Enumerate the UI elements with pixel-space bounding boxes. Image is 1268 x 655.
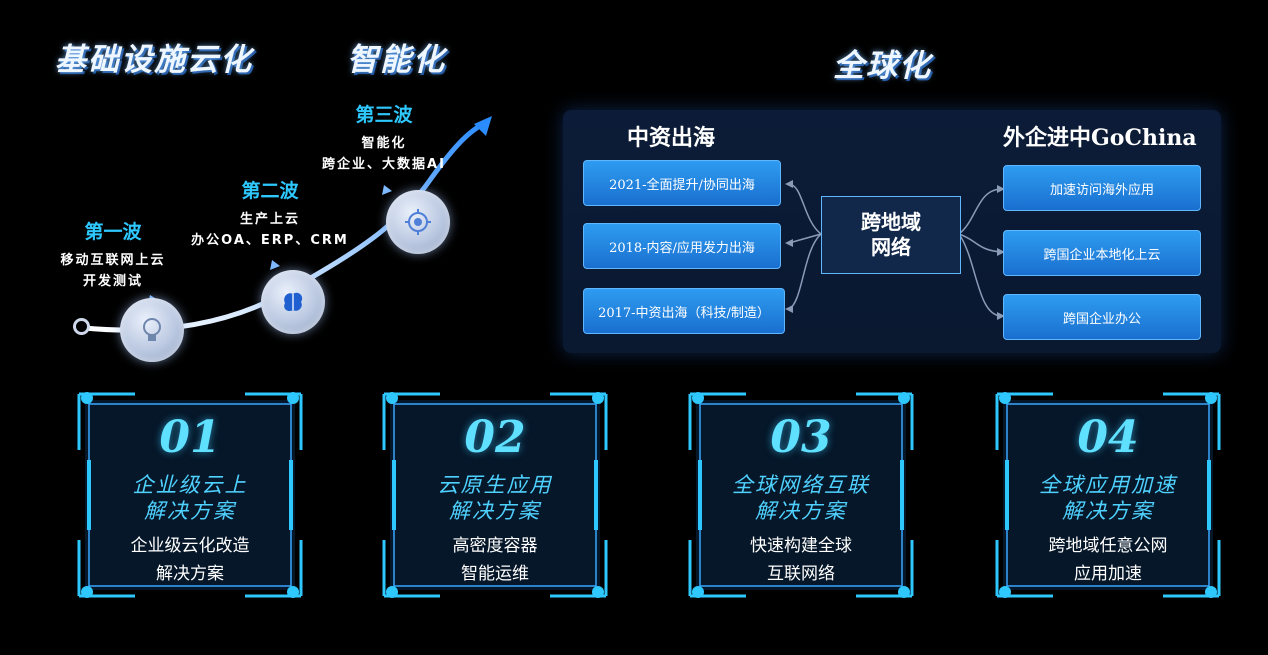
wave-1: 第一波 移动互联网上云 开发测试 — [28, 217, 198, 292]
card-description: 跨地域任意公网 应用加速 — [993, 532, 1223, 588]
gochina-item-office: 跨国企业办公 — [1003, 294, 1201, 340]
wave-3-line-2: 跨企业、大数据AI — [322, 157, 446, 172]
solution-card-2: 02 云原生应用 解决方案 高密度容器 智能运维 — [380, 390, 610, 600]
card-desc-line-2: 互联网络 — [767, 564, 835, 584]
wave-3-line-1: 智能化 — [361, 136, 407, 151]
curve-arrowhead — [474, 116, 492, 136]
solution-card-1: 01 企业级云上 解决方案 企业级云化改造 解决方案 — [75, 390, 305, 600]
card-title: 企业级云上 解决方案 — [75, 472, 305, 524]
card-title-line-1: 全球网络互联 — [732, 473, 870, 497]
card-number: 03 — [770, 412, 832, 463]
solution-card-4: 04 全球应用加速 解决方案 跨地域任意公网 应用加速 — [993, 390, 1223, 600]
card-desc-line-1: 高密度容器 — [452, 536, 538, 556]
card-title-line-2: 解决方案 — [755, 499, 847, 523]
card-title-line-2: 解决方案 — [449, 499, 541, 523]
gochina-item-accelerate: 加速访问海外应用 — [1003, 165, 1201, 211]
card-desc-line-1: 企业级云化改造 — [130, 536, 250, 556]
curve-marker-3 — [382, 185, 392, 195]
wave-2-line-2: 办公OA、ERP、CRM — [191, 233, 349, 248]
solution-card-3: 03 全球网络互联 解决方案 快速构建全球 互联网络 — [686, 390, 916, 600]
wave-2: 第二波 生产上云 办公OA、ERP、CRM — [170, 176, 370, 251]
card-title-line-1: 云原生应用 — [437, 473, 553, 497]
wave-1-line-2: 开发测试 — [82, 274, 143, 289]
card-title: 云原生应用 解决方案 — [380, 472, 610, 524]
card-description: 高密度容器 智能运维 — [380, 532, 610, 588]
heading-global: 全球化 — [833, 48, 932, 84]
curve-start-dot — [73, 318, 90, 335]
card-frame — [77, 392, 303, 598]
card-description: 企业级云化改造 解决方案 — [75, 532, 305, 588]
card-title: 全球应用加速 解决方案 — [993, 472, 1223, 524]
card-frame — [382, 392, 608, 598]
card-frame — [688, 392, 914, 598]
panel-title-outbound: 中资出海 — [627, 125, 716, 151]
card-desc-line-1: 快速构建全球 — [750, 536, 852, 556]
wave-2-title: 第二波 — [241, 180, 299, 202]
heading-intelligent: 智能化 — [347, 42, 446, 78]
card-desc-line-2: 解决方案 — [156, 564, 224, 584]
outbound-item-2018: 2018-内容/应用发力出海 — [583, 223, 781, 269]
network-links — [785, 180, 1005, 320]
wave-1-node — [120, 298, 184, 362]
global-network-panel: 中资出海 外企进中GoChina 2021-全面提升/协同出海 2018-内容/… — [563, 110, 1221, 353]
card-desc-line-2: 智能运维 — [461, 564, 529, 584]
card-number: 04 — [1077, 412, 1139, 463]
cross-region-network-hub: 跨地域 网络 — [821, 196, 961, 274]
outbound-item-2017: 2017-中资出海（科技/制造） — [583, 288, 785, 334]
card-title: 全球网络互联 解决方案 — [686, 472, 916, 524]
panel-title-gochina: 外企进中GoChina — [1003, 125, 1197, 151]
card-desc-line-2: 应用加速 — [1074, 564, 1142, 584]
card-title-line-1: 全球应用加速 — [1039, 473, 1177, 497]
chip-icon — [405, 209, 431, 235]
card-frame — [995, 392, 1221, 598]
card-description: 快速构建全球 互联网络 — [686, 532, 916, 588]
card-desc-line-1: 跨地域任意公网 — [1048, 536, 1168, 556]
wave-1-line-1: 移动互联网上云 — [60, 253, 166, 268]
curve-marker-2 — [270, 260, 280, 270]
wave-1-title: 第一波 — [84, 221, 142, 243]
heading-infra-cloud: 基础设施云化 — [55, 42, 253, 78]
wave-2-line-1: 生产上云 — [239, 212, 300, 227]
card-title-line-1: 企业级云上 — [132, 473, 248, 497]
wave-3: 第三波 智能化 跨企业、大数据AI — [292, 100, 476, 175]
hub-line-1: 跨地域 — [861, 210, 921, 234]
wave-2-node — [261, 270, 325, 334]
outbound-item-2021: 2021-全面提升/协同出海 — [583, 160, 781, 206]
lightbulb-icon — [143, 318, 161, 341]
hub-line-2: 网络 — [871, 235, 911, 259]
card-title-line-2: 解决方案 — [1062, 499, 1154, 523]
brain-icon — [284, 292, 303, 312]
card-number: 02 — [464, 412, 526, 463]
wave-3-node — [386, 190, 450, 254]
card-title-line-2: 解决方案 — [144, 499, 236, 523]
card-number: 01 — [159, 412, 221, 463]
wave-3-title: 第三波 — [355, 104, 413, 126]
gochina-item-localize: 跨国企业本地化上云 — [1003, 230, 1201, 276]
